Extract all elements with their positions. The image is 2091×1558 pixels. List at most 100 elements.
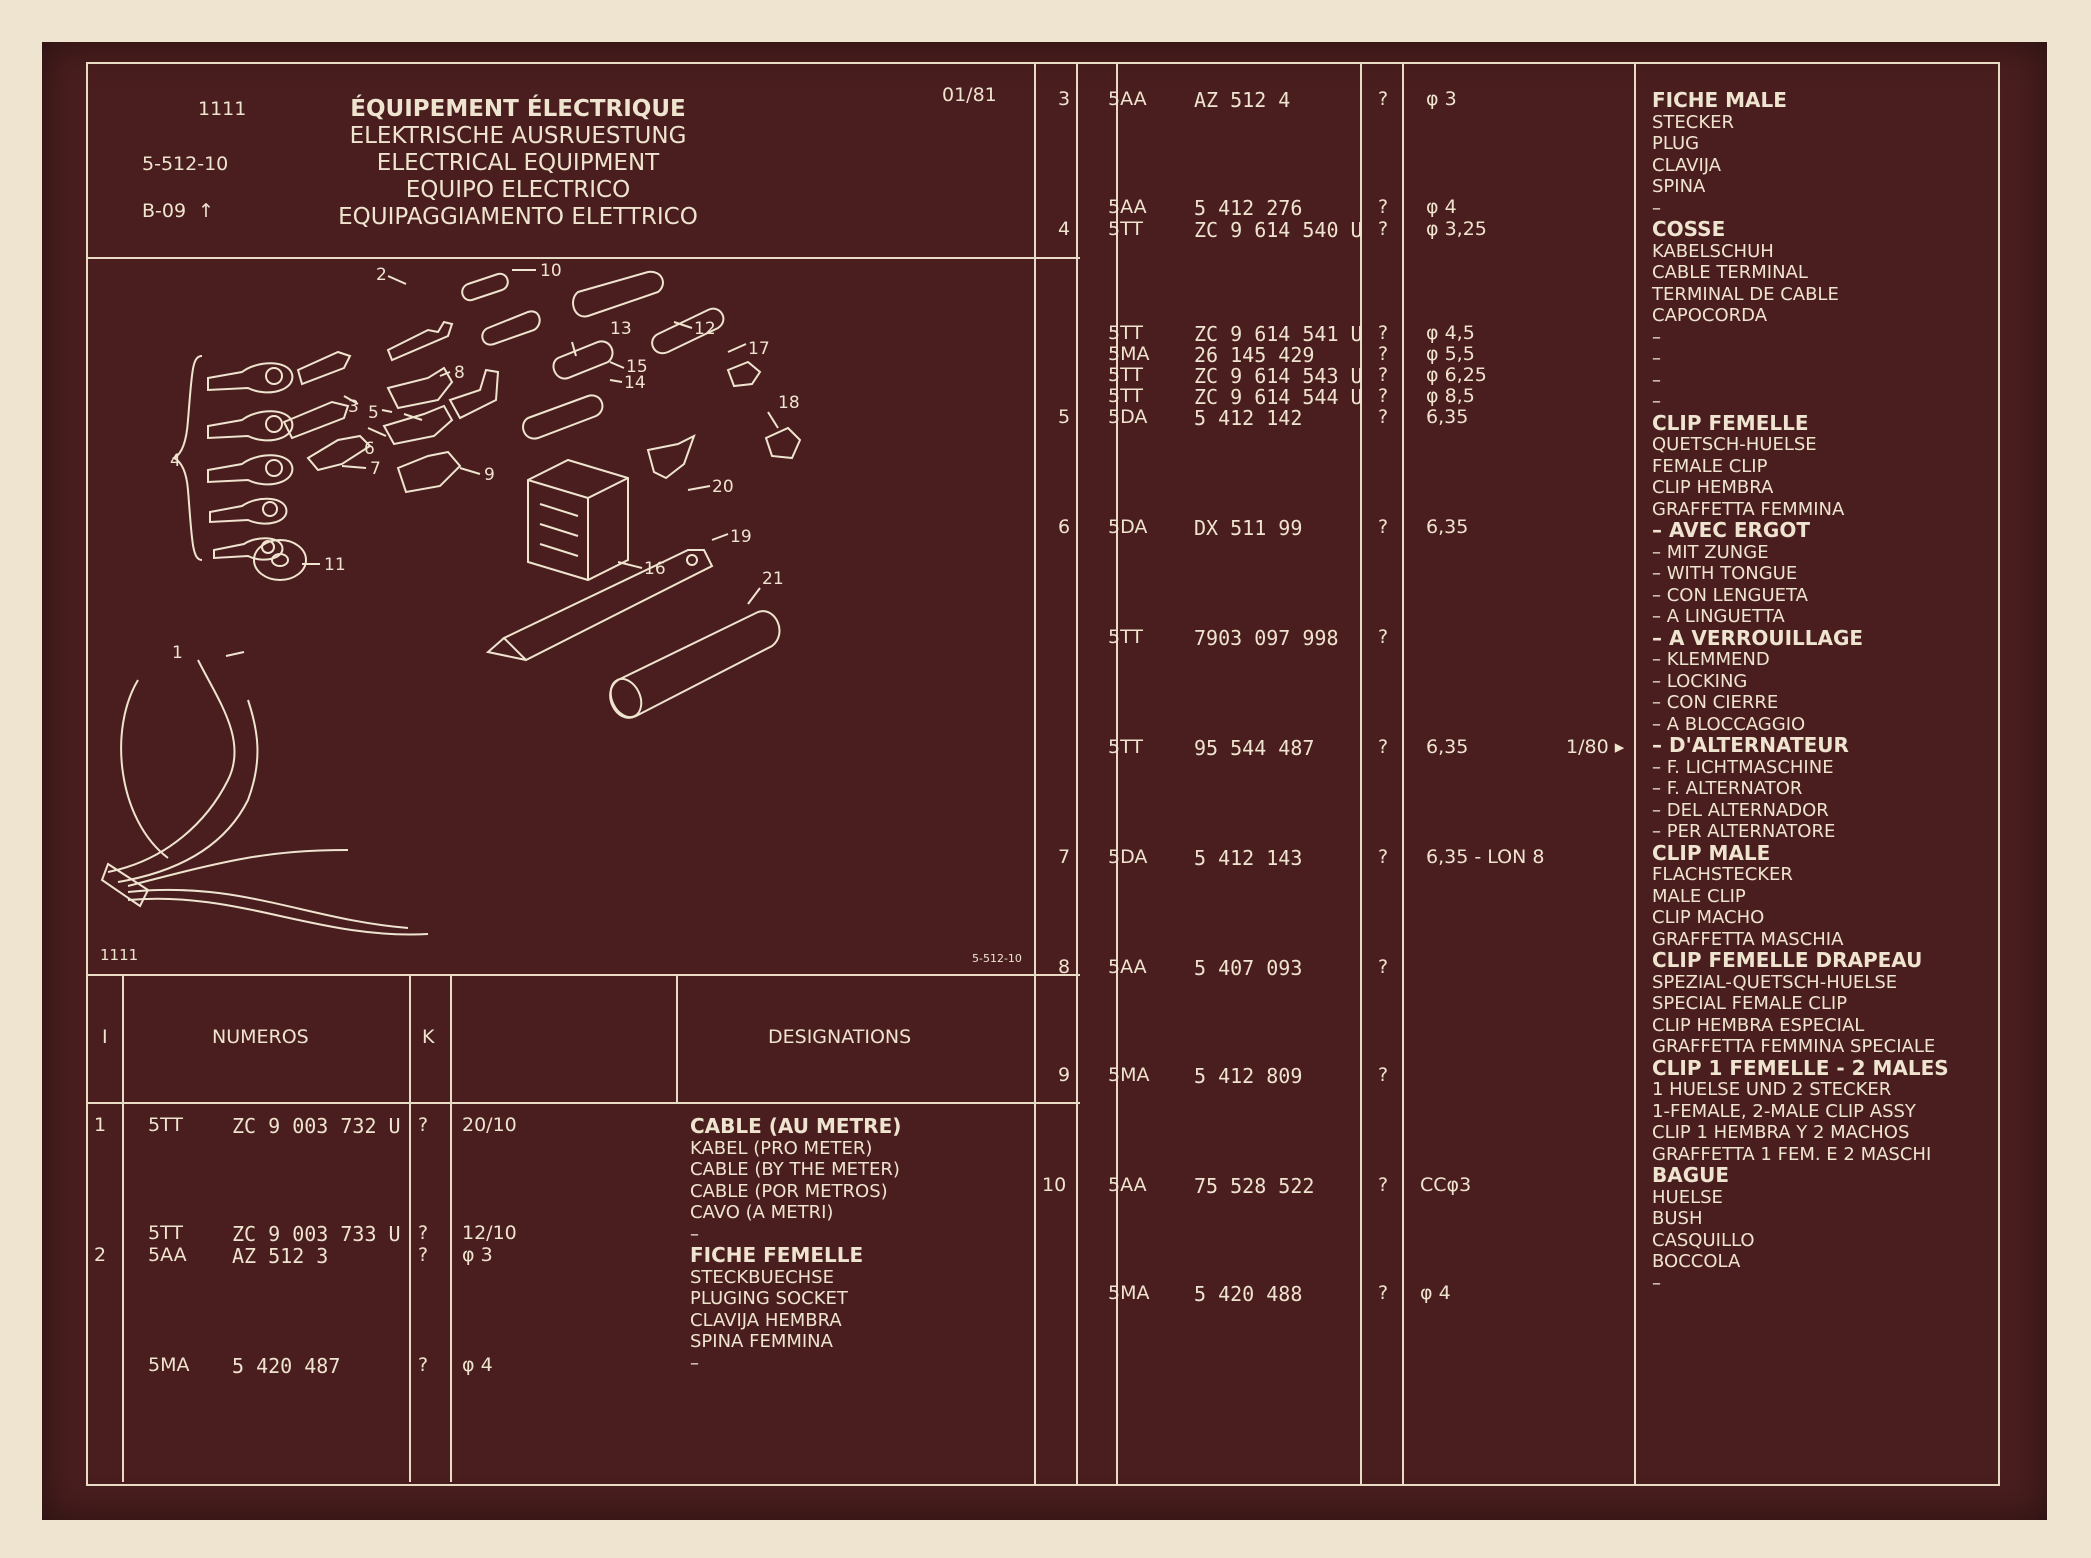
- bush-sleeve: [605, 611, 780, 722]
- callout-14: 14: [624, 373, 646, 393]
- right-row-code: 5AA: [1108, 88, 1147, 110]
- designation-line: – LOCKING: [1652, 670, 1748, 692]
- callout-11: 11: [324, 555, 346, 575]
- designation-line: – A VERROUILLAGE: [1652, 625, 1864, 650]
- right-row-code: 5TT: [1108, 736, 1143, 758]
- right-row-code: 5AA: [1108, 1174, 1147, 1196]
- right-row-k: ?: [1378, 626, 1389, 648]
- right-row-code: 5TT: [1108, 626, 1143, 648]
- designation-line: CASQUILLO: [1652, 1229, 1755, 1251]
- right-row-k: ?: [1378, 88, 1389, 110]
- callout-20: 20: [712, 477, 734, 497]
- left-row-code: 5TT: [148, 1114, 183, 1136]
- callout-15: 15: [626, 357, 648, 377]
- designation-line: STECKER: [1652, 111, 1735, 133]
- callout-12: 12: [694, 319, 716, 339]
- col-divider-k: [409, 974, 411, 1482]
- special-clips: [648, 362, 800, 478]
- up-arrow-icon: ↑: [198, 200, 215, 222]
- designation-line: CLIP HEMBRA ESPECIAL: [1652, 1014, 1865, 1036]
- designation-line: CLIP FEMELLE: [1652, 410, 1809, 435]
- designation-line: CLIP FEMELLE DRAPEAU: [1652, 948, 1923, 972]
- right-row-spec: φ 8,5: [1426, 385, 1475, 407]
- left-row-code: 5MA: [148, 1354, 190, 1376]
- right-row-code: 5TT: [1108, 364, 1143, 386]
- right-row-part: 7903 097 998: [1194, 626, 1339, 650]
- right-row-code: 5MA: [1108, 1064, 1150, 1086]
- designation-line: GRAFFETTA MASCHIA: [1652, 928, 1844, 950]
- right-row-part: 5 407 093: [1194, 956, 1303, 980]
- right-row-part: ZC 9 614 541 U: [1194, 322, 1363, 346]
- designation-line: GRAFFETTA FEMMINA SPECIALE: [1652, 1036, 1936, 1057]
- left-row-spec: 20/10: [462, 1114, 517, 1136]
- right-row-spec: 6,35: [1426, 516, 1469, 538]
- left-row-k: ?: [418, 1354, 429, 1376]
- right-col-divider-k: [1360, 62, 1362, 1484]
- insulator-sleeves: [523, 272, 723, 439]
- right-row-part: 5 420 488: [1194, 1282, 1303, 1306]
- designation-line: – KLEMMEND: [1652, 649, 1770, 670]
- left-row-k: ?: [418, 1114, 429, 1136]
- callout-10: 10: [540, 261, 562, 281]
- right-row-index: 6: [1058, 516, 1071, 538]
- callout-leaders: [226, 270, 778, 656]
- right-row-spec: φ 6,25: [1426, 364, 1487, 386]
- designation-line: BOCCOLA: [1652, 1251, 1741, 1272]
- designation-line: CAVO (A METRI): [690, 1202, 834, 1223]
- designation-line: CLIP MALE: [1652, 840, 1771, 865]
- callout-3: 3: [348, 397, 359, 417]
- left-row-index: 1: [94, 1114, 107, 1136]
- designation-line: – A LINGUETTA: [1652, 606, 1785, 627]
- col-divider-designation: [676, 974, 678, 1102]
- right-row-index: 9: [1058, 1064, 1071, 1086]
- designation-line: –: [1652, 391, 1661, 412]
- designation-line: QUETSCH-HUELSE: [1652, 434, 1817, 455]
- callout-9: 9: [484, 465, 495, 485]
- right-row-k: ?: [1378, 196, 1389, 218]
- right-row-spec: 6,35 - LON 8: [1426, 846, 1545, 868]
- callout-4: 4: [170, 451, 181, 471]
- exploded-parts-illustration: 1 2 3 4 5 6 7 8 9 10 11 12 13 14 15 16 1…: [88, 261, 1032, 972]
- blade-terminals: [284, 352, 498, 492]
- table-header-k: K: [422, 1026, 435, 1048]
- designation-line: 1-FEMALE, 2-MALE CLIP ASSY: [1652, 1100, 1916, 1122]
- header-group-code: B-09: [142, 200, 187, 222]
- right-row-index: 3: [1058, 88, 1071, 110]
- right-row-spec: φ 4,5: [1426, 322, 1475, 344]
- header-date: 01/81: [942, 84, 997, 106]
- designation-line: –: [690, 1223, 699, 1245]
- designation-line: – AVEC ERGOT: [1652, 518, 1810, 542]
- center-divider: [1034, 62, 1036, 1484]
- table-header-index: I: [102, 1026, 108, 1048]
- col-divider-spec: [450, 974, 452, 1482]
- removal-tool: [488, 550, 712, 660]
- illustration-bottom-divider: [86, 974, 1080, 976]
- designation-line: – WITH TONGUE: [1652, 563, 1798, 584]
- designation-line: –: [1652, 1272, 1661, 1294]
- right-row-k: ?: [1378, 364, 1389, 386]
- header-title-it: EQUIPAGGIAMENTO ELETTRICO: [338, 204, 698, 230]
- left-row-part: ZC 9 003 733 U: [232, 1222, 401, 1246]
- callout-1: 1: [172, 643, 183, 663]
- right-row-spec: φ 4: [1420, 1282, 1451, 1304]
- left-row-spec: φ 4: [462, 1354, 493, 1376]
- designation-line: –: [1652, 348, 1661, 369]
- designation-line: CABLE (BY THE METER): [690, 1159, 900, 1180]
- designation-line: SPEZIAL-QUETSCH-HUELSE: [1652, 971, 1898, 993]
- header-title-de: ELEKTRISCHE AUSRUESTUNG: [349, 123, 687, 149]
- right-row-spec: CCφ3: [1420, 1174, 1472, 1196]
- designation-line: –: [1652, 197, 1661, 219]
- right-row-spec: φ 5,5: [1426, 343, 1475, 365]
- right-row-part: 26 145 429: [1194, 343, 1315, 367]
- right-row-code: 5DA: [1108, 406, 1148, 428]
- right-row-code: 5AA: [1108, 956, 1147, 978]
- right-row-index: 5: [1058, 406, 1071, 428]
- designation-line: CABLE TERMINAL: [1652, 262, 1808, 283]
- right-col-divider-designation: [1634, 62, 1636, 1484]
- table-header-divider: [86, 1102, 1080, 1104]
- left-row-index: 2: [94, 1244, 107, 1266]
- designation-line: – CON LENGUETA: [1652, 584, 1808, 606]
- designation-line: – F. LICHTMASCHINE: [1652, 756, 1834, 778]
- designation-line: PLUG: [1652, 133, 1700, 154]
- left-row-code: 5AA: [148, 1244, 187, 1266]
